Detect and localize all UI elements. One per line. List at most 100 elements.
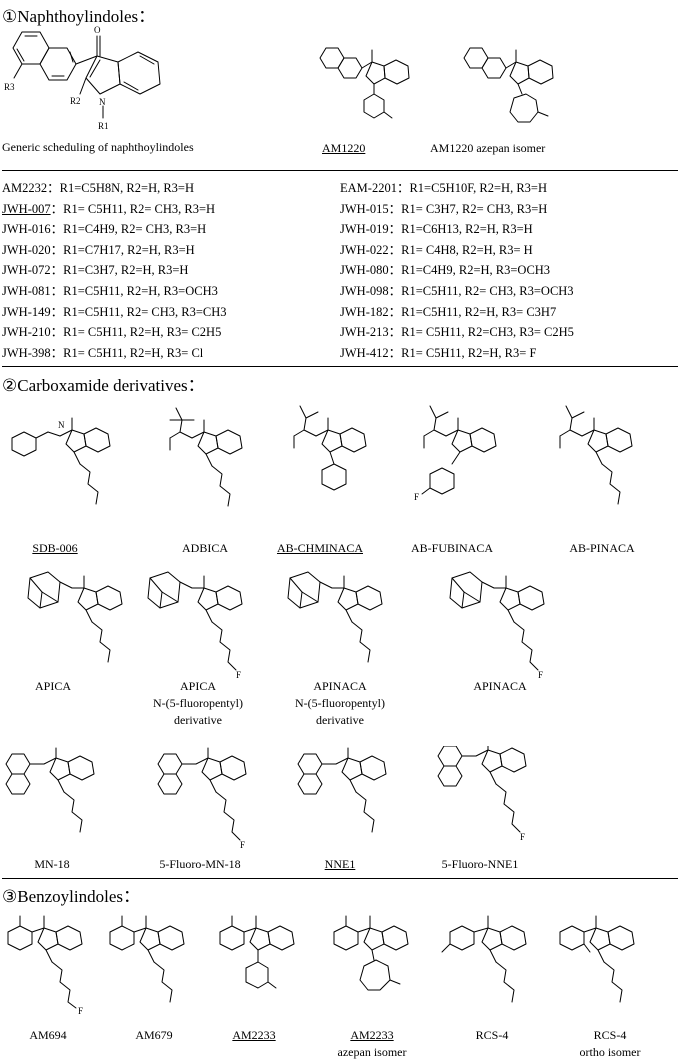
caption-generic: Generic scheduling of naphthoylindoles bbox=[2, 140, 194, 154]
section-title-carboxamide: ②Carboxamide derivatives： bbox=[2, 376, 205, 395]
generic-r3-label: R3 bbox=[4, 82, 15, 92]
compound-formula: ：R1= C5H11, R2=H, R3= C2H5 bbox=[50, 325, 222, 340]
compound-name: JWH-149 bbox=[2, 304, 51, 319]
compound-name: JWH-019 bbox=[340, 222, 389, 237]
compound-name: JWH-398 bbox=[2, 345, 51, 360]
compound-row: JWH-081：R1=C5H11, R2=H, R3=OCH3 bbox=[2, 283, 218, 299]
compound-caption-line: azepan isomer bbox=[337, 1045, 407, 1059]
caption-am1220-azepan: AM1220 azepan isomer bbox=[430, 141, 546, 155]
compound-name: JWH-182 bbox=[340, 304, 389, 319]
compound-formula: ：R1=C4H9, R2=H, R3=OCH3 bbox=[388, 263, 551, 278]
compound-caption-line: AM2233 bbox=[317, 1027, 427, 1044]
compound-row: JWH-020：R1=C7H17, R2=H, R3=H bbox=[2, 242, 195, 258]
benzoylindole-structure: F bbox=[7, 915, 83, 1016]
compound-name: JWH-020 bbox=[2, 242, 51, 257]
compound-caption-line: APINACA bbox=[473, 679, 527, 693]
compound-name: JWH-213 bbox=[340, 325, 389, 340]
atom-f-label: F bbox=[236, 670, 241, 680]
compound-name: AM2232 bbox=[2, 181, 48, 195]
compound-caption: 5-Fluoro-NNE1 bbox=[441, 857, 519, 871]
section-title-benzoylindoles: ③Benzoylindoles： bbox=[2, 887, 141, 906]
compound-formula: ：R1= C5H11, R2=H, R3= F bbox=[388, 345, 537, 360]
compound-name: EAM-2201 bbox=[340, 181, 397, 195]
divider bbox=[2, 170, 678, 171]
compound-row: JWH-022：R1= C4H8, R2=H, R3= H bbox=[340, 242, 533, 258]
compound-row: AM2232：R1=C5H8N, R2=H, R3=H bbox=[2, 180, 194, 196]
am1220-azepan-structure bbox=[463, 47, 554, 123]
compound-row: JWH-098：R1=C5H11, R2= CH3, R3=OCH3 bbox=[340, 283, 574, 299]
naphthyl-carboxamide-structure: F bbox=[437, 746, 527, 842]
compound-caption: AM694 bbox=[0, 1027, 103, 1044]
compound-caption-line: RCS-4 bbox=[475, 1028, 509, 1042]
compound-caption: AB-CHMINACA bbox=[276, 541, 363, 555]
compound-row: JWH-080：R1=C4H9, R2=H, R3=OCH3 bbox=[340, 262, 550, 278]
compound-caption: MN-18 bbox=[34, 857, 70, 871]
compound-formula: ：R1=C3H7, R2=H, R3=H bbox=[50, 263, 189, 278]
compound-caption-line: AM694 bbox=[29, 1028, 67, 1042]
compound-caption-line: AM679 bbox=[135, 1028, 173, 1042]
compound-caption-line: APINACA bbox=[313, 679, 367, 693]
benzoylindole-structure bbox=[109, 915, 185, 1003]
carboxamide-row3-structures: F F bbox=[5, 746, 527, 850]
compound-name: JWH-081 bbox=[2, 284, 51, 298]
compound-formula: ：R1=C5H8N, R2=H, R3=H bbox=[47, 181, 195, 195]
compound-row: JWH-398：R1= C5H11, R2=H, R3= Cl bbox=[2, 345, 203, 361]
atom-f-label: F bbox=[520, 832, 525, 842]
compound-caption-line: AM2233 bbox=[199, 1027, 309, 1044]
naphthyl-carboxamide-structure bbox=[5, 747, 95, 833]
generic-r2-label: R2 bbox=[70, 96, 81, 106]
atom-f-label: F bbox=[414, 492, 419, 502]
compound-formula: ：R1=C5H11, R2= CH3, R3=OCH3 bbox=[388, 284, 574, 298]
compound-caption: AM679 bbox=[99, 1027, 209, 1044]
compound-formula: ：R1=C4H9, R2= CH3, R3=H bbox=[50, 222, 207, 237]
compound-name: JWH-016 bbox=[2, 222, 51, 237]
compound-caption: APINACA bbox=[440, 678, 560, 695]
compound-formula: ：R1=C6H13, R2=H, R3=H bbox=[388, 222, 533, 237]
generic-n-label: N bbox=[99, 97, 106, 107]
compound-caption: NNE1 bbox=[324, 857, 356, 871]
compound-caption: AB-FUBINACA bbox=[410, 541, 493, 555]
compound-row: JWH-149：R1=C5H11, R2= CH3, R3=CH3 bbox=[2, 304, 227, 320]
atom-n-label: N bbox=[58, 420, 65, 430]
compound-caption: AB-PINACA bbox=[569, 541, 635, 555]
compound-row: JWH-007：R1= C5H11, R2= CH3, R3=H bbox=[2, 201, 215, 217]
compound-formula: ：R1= C5H11, R2=CH3, R3= C2H5 bbox=[388, 325, 574, 340]
compound-caption-line: APICA bbox=[34, 679, 71, 693]
benzoylindole-structures: F bbox=[7, 915, 635, 1016]
compound-name: JWH-072 bbox=[2, 263, 51, 278]
compound-row: JWH-210：R1= C5H11, R2=H, R3= C2H5 bbox=[2, 324, 221, 340]
compound-formula: ：R1= C5H11, R2= CH3, R3=H bbox=[50, 201, 216, 216]
generic-naphthoylindole-structure: O N R1 R2 R3 bbox=[4, 25, 161, 131]
compound-row: JWH-015：R1= C3H7, R2= CH3, R3=H bbox=[340, 201, 547, 217]
compound-formula: ：R1=C5H11, R2=H, R3= C3H7 bbox=[388, 304, 557, 319]
generic-r1-label: R1 bbox=[98, 121, 109, 131]
compound-caption-line: derivative bbox=[316, 713, 364, 727]
compound-row: EAM-2201：R1=C5H10F, R2=H, R3=H bbox=[340, 180, 547, 196]
compound-row: JWH-182：R1=C5H11, R2=H, R3= C3H7 bbox=[340, 304, 556, 320]
benzoylindole-structure bbox=[219, 915, 295, 989]
divider bbox=[2, 878, 678, 879]
compound-name: JWH-098 bbox=[340, 284, 389, 298]
carboxamide-row2-structures: F F bbox=[27, 571, 545, 680]
compound-formula: ：R1= C4H8, R2=H, R3= H bbox=[388, 242, 533, 257]
compound-caption-line: derivative bbox=[174, 713, 222, 727]
compound-name: JWH-015 bbox=[340, 201, 389, 216]
compound-caption: APICA bbox=[0, 678, 113, 695]
compound-formula: ：R1=C5H10F, R2=H, R3=H bbox=[396, 181, 547, 195]
compound-caption-line: RCS-4 bbox=[593, 1028, 627, 1042]
compound-name: JWH-080 bbox=[340, 263, 389, 278]
compound-caption: ADBICA bbox=[181, 541, 228, 555]
atom-f-label: F bbox=[240, 840, 245, 850]
compound-caption: 5-Fluoro-MN-18 bbox=[159, 857, 241, 871]
atom-f-label: F bbox=[538, 670, 543, 680]
compound-name: JWH-412 bbox=[340, 345, 389, 360]
compound-formula: ：R1=C7H17, R2=H, R3=H bbox=[50, 242, 195, 257]
compound-caption: RCS-4 bbox=[437, 1027, 547, 1044]
carboxamide-row1-structures: N F bbox=[11, 405, 633, 507]
naphthyl-carboxamide-structure bbox=[297, 747, 387, 833]
compound-formula: ：R1=C5H11, R2=H, R3=OCH3 bbox=[50, 284, 218, 298]
compound-name: JWH-210 bbox=[2, 325, 51, 340]
compound-row: JWH-072：R1=C3H7, R2=H, R3=H bbox=[2, 262, 188, 278]
